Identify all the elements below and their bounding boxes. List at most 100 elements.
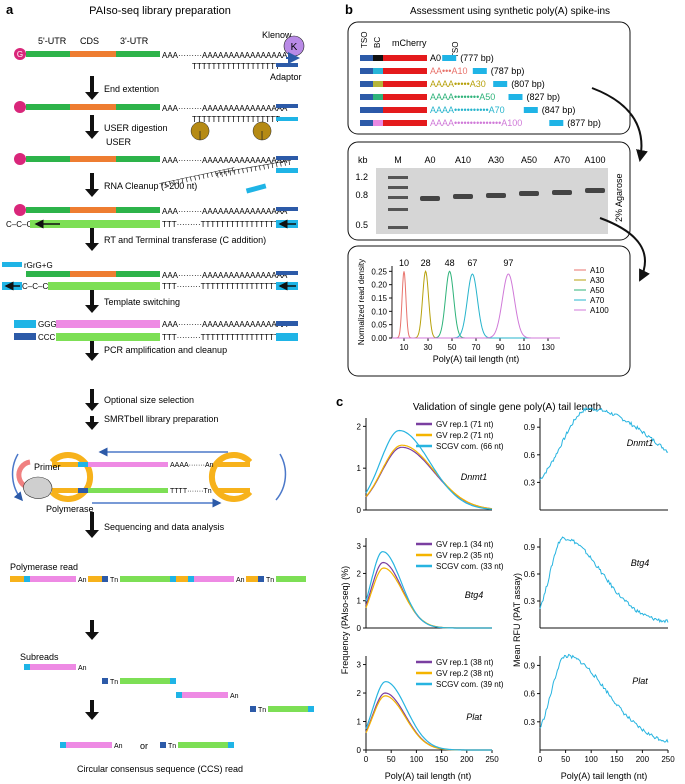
construct-tso-end — [442, 55, 457, 61]
utr3-label: 3'-UTR — [120, 36, 149, 46]
y-tick-label: 0.10 — [371, 307, 387, 316]
density-series-A10 — [392, 271, 560, 339]
construct-size: (877 bp) — [567, 118, 601, 128]
peak-label: 67 — [467, 258, 477, 268]
smrtbell-diagram: AAAA·······An TTTT·······Tn Primer Polym… — [11, 447, 287, 514]
svg-text:1.2: 1.2 — [355, 172, 368, 182]
legend-label: A70 — [590, 296, 605, 305]
svg-text:Tn: Tn — [258, 707, 266, 714]
gel-lane-label: A100 — [584, 155, 605, 165]
pat-series — [539, 406, 669, 480]
y-tick-label: 0.20 — [371, 281, 387, 290]
construct-tso-end — [493, 81, 508, 87]
construct-mcherry — [383, 55, 427, 61]
legend-label: SCGV com. (33 nt) — [436, 562, 504, 571]
construct-size: (847 bp) — [542, 105, 576, 115]
legend-label: SCGV com. (66 nt) — [436, 442, 504, 451]
gene-name: Dnmt1 — [461, 472, 488, 482]
construct-label: AA•••A10 — [430, 66, 467, 76]
gene-series — [365, 551, 492, 629]
y-tick-label: 0.9 — [524, 543, 536, 552]
panel-b: b Assessment using synthetic poly(A) spi… — [345, 2, 650, 377]
gel-lane-label: A0 — [424, 155, 435, 165]
polyT-row1: TTTTTTTTTTTTTTTTTT — [192, 62, 280, 71]
gene-plots: 0 1 2 GV rep.1 (71 nt) GV rep.2 (71 nt) SCGV … — [357, 406, 675, 764]
gel-band — [420, 196, 440, 201]
y-tick-label: 1 — [357, 718, 362, 727]
svg-text:rGrG+G: rGrG+G — [24, 261, 53, 270]
step-2: USER digestion — [104, 123, 168, 133]
svg-text:AAA·········AAAAAAAAAAAAAAAA: AAA·········AAAAAAAAAAAAAAAA — [162, 104, 288, 113]
gel-lane-label: A50 — [521, 155, 537, 165]
panel-b-label: b — [345, 2, 353, 17]
peak-label: 10 — [399, 258, 409, 268]
density-box — [347, 245, 631, 377]
x-tick-label: 150 — [610, 755, 624, 764]
construct-tso-end — [523, 107, 538, 113]
step-6: PCR amplification and cleanup — [104, 345, 227, 355]
y-tick-label: 2 — [357, 569, 362, 578]
adaptor-label: Adaptor — [270, 72, 302, 82]
gel-band — [552, 190, 572, 195]
y-tick-label: 1 — [357, 597, 362, 606]
gene-name: Btg4 — [465, 590, 484, 600]
svg-text:AAA·········AAAAAAAAAAAAAAAA: AAA·········AAAAAAAAAAAAAAAA — [162, 207, 288, 216]
gene-series — [365, 444, 493, 510]
subreads-label: Subreads — [20, 652, 59, 662]
density-series-A50 — [392, 270, 560, 339]
peak-label: 48 — [445, 258, 455, 268]
construct-mcherry — [383, 107, 427, 113]
construct-label: AAAA•••••A30 — [430, 79, 486, 89]
y-tick-label: 0 — [357, 506, 362, 515]
construct-barcode — [373, 81, 383, 87]
legend-label: GV rep.2 (71 nt) — [436, 431, 494, 440]
utr5-label: 5'-UTR — [38, 36, 67, 46]
gene-name: Plat — [632, 676, 648, 686]
x-tick-label: 200 — [636, 755, 650, 764]
pat-series — [539, 536, 669, 624]
cds-label: CDS — [80, 36, 99, 46]
step-1: End extention — [104, 84, 159, 94]
step-9: Sequencing and data analysis — [104, 522, 225, 532]
construct-tso-end — [508, 94, 523, 100]
svg-text:Tn: Tn — [168, 743, 176, 750]
panel-c: c Validation of single gene poly(A) tail… — [336, 394, 675, 781]
y-tick-label: 0.6 — [524, 570, 536, 579]
right-ylabel: Mean RFU (PAT assay) — [512, 573, 522, 667]
polymerase-label: Polymerase — [46, 504, 94, 514]
polymerase-icon — [23, 476, 53, 499]
y-tick-label: 0 — [357, 624, 362, 633]
construct-barcode — [373, 68, 383, 74]
construct-size: (827 bp) — [527, 92, 561, 102]
construct-size: (787 bp) — [491, 66, 525, 76]
gel-ladder-band — [388, 186, 408, 189]
left-ylabel: Frequency (PAIso-seq) (%) — [340, 566, 350, 674]
panel-b-title: Assessment using synthetic poly(A) spike… — [410, 6, 610, 17]
svg-text:TSO: TSO — [451, 42, 460, 58]
svg-text:AAA·········AAAAAAAAAAAAAAAA: AAA·········AAAAAAAAAAAAAAAA — [162, 271, 288, 280]
legend-label: GV rep.2 (35 nt) — [436, 551, 494, 560]
subreads: An Tn An Tn — [24, 664, 314, 714]
y-tick-label: 0.6 — [524, 690, 536, 699]
construct-label: AAAA••••••••A50 — [430, 92, 495, 102]
gel-box — [347, 141, 631, 241]
construct-barcode — [373, 107, 383, 113]
gel-lane-label: A30 — [488, 155, 504, 165]
legend-label: GV rep.1 (71 nt) — [436, 420, 494, 429]
gel-band — [486, 193, 506, 198]
svg-text:TTTT·······Tn: TTTT·······Tn — [170, 488, 212, 495]
step-4: RT and Terminal transferase (C addition) — [104, 235, 266, 245]
svg-text:TTT·········TTTTTTTTTTTTTTTT: TTT·········TTTTTTTTTTTTTTTT — [162, 282, 279, 291]
density-series-A70 — [392, 273, 560, 339]
construct-mcherry — [383, 120, 427, 126]
polymerase-read: An Tn An Tn — [10, 576, 306, 584]
gene-name: Btg4 — [631, 558, 650, 568]
x-tick-label: 150 — [435, 755, 449, 764]
step-3: RNA Cleanup (>200 nt) — [104, 181, 197, 191]
svg-text:kb: kb — [358, 155, 368, 165]
gel-ladder-band — [388, 176, 408, 179]
svg-text:G: G — [17, 50, 23, 59]
svg-text:Tn: Tn — [110, 679, 118, 686]
x-tick-label: 70 — [472, 343, 481, 352]
